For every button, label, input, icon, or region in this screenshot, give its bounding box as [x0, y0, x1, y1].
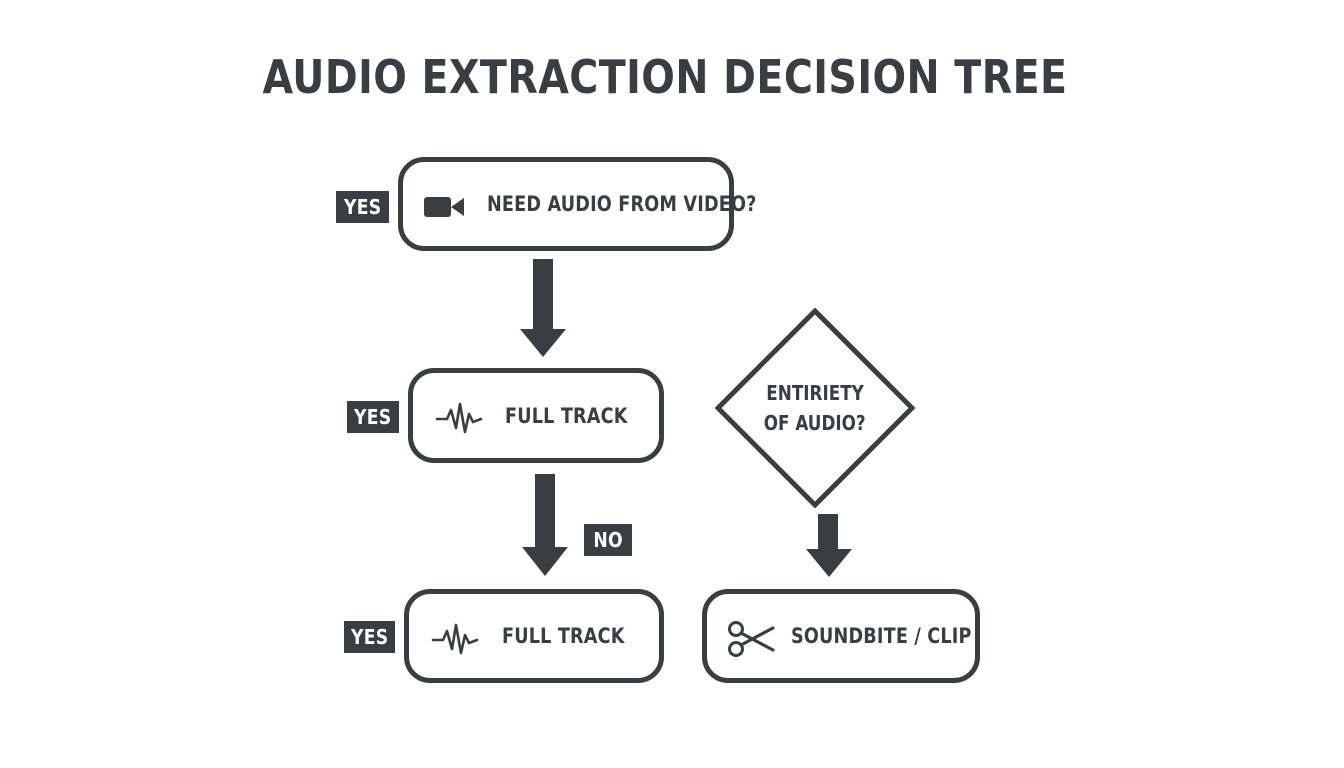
scissors-icon — [728, 621, 775, 657]
yes-tag: YES — [347, 401, 399, 433]
node-label: FULL TRACK — [502, 624, 625, 648]
node-need-audio: NEED AUDIO FROM VIDEO? — [398, 157, 756, 251]
node-label: FULL TRACK — [505, 403, 628, 428]
decision-label-line-1: ENTIRIETY — [766, 381, 864, 405]
arrow-full-track-to-full-track — [522, 474, 568, 576]
node-label: NEED AUDIO FROM VIDEO? — [487, 192, 757, 216]
arrow-decision-to-soundbite — [806, 514, 852, 577]
decision-label: ENTIRIETY OF AUDIO? — [715, 308, 915, 508]
yes-tag: YES — [336, 191, 389, 223]
node-full-track-2: FULL TRACK — [404, 589, 664, 683]
waveform-icon — [435, 402, 483, 434]
node-full-track-1: FULL TRACK — [408, 368, 664, 463]
decision-label-line-2: OF AUDIO? — [764, 411, 866, 435]
node-label: SOUNDBITE / CLIP — [791, 624, 972, 648]
waveform-icon — [431, 623, 479, 655]
video-camera-icon — [424, 197, 464, 217]
decision-diamond-shape — [715, 308, 915, 508]
no-tag: NO — [584, 524, 632, 556]
decision-entirety-of-audio: ENTIRIETY OF AUDIO? — [715, 308, 915, 508]
arrow-need-audio-to-full-track — [520, 259, 566, 357]
yes-tag: YES — [344, 621, 395, 653]
node-soundbite: SOUNDBITE / CLIP — [702, 589, 980, 683]
diagram-title: AUDIO EXTRACTION DECISION TREE — [262, 50, 1068, 104]
